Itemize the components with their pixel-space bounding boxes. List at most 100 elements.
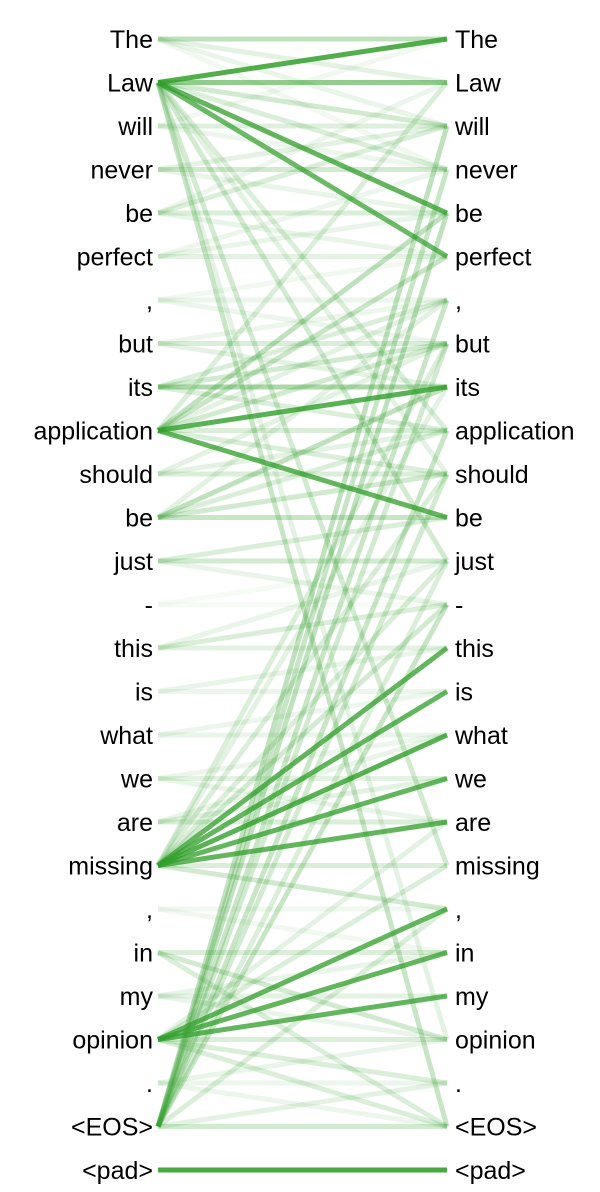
target-token: but — [455, 331, 490, 359]
attention-link — [156, 80, 449, 259]
attention-link — [156, 602, 449, 868]
target-token: be — [455, 200, 483, 228]
target-token: perfect — [455, 244, 531, 272]
attention-link — [157, 341, 448, 390]
attention-link — [156, 689, 449, 868]
left-token-column: TheLawwillneverbeperfect,butitsapplicati… — [33, 26, 153, 1185]
attention-link — [157, 80, 448, 172]
attention-link — [156, 80, 449, 216]
attention-link — [157, 167, 448, 259]
attention-link — [157, 471, 448, 520]
attention-link — [156, 80, 449, 433]
target-token: Law — [455, 70, 502, 98]
attention-link — [157, 428, 448, 477]
attention-link — [157, 123, 448, 172]
attention-link — [157, 1080, 448, 1129]
attention-link — [156, 950, 449, 1129]
source-token: my — [120, 983, 154, 1011]
attention-link — [157, 428, 448, 520]
attention-link — [156, 211, 449, 433]
target-token: is — [455, 679, 473, 707]
attention-link — [157, 602, 448, 651]
attention-link — [156, 297, 449, 433]
source-token: - — [145, 592, 153, 620]
target-token: application — [455, 418, 575, 446]
attention-link — [157, 36, 448, 85]
source-token: opinion — [72, 1027, 153, 1055]
source-token: The — [110, 26, 153, 54]
attention-link — [156, 298, 449, 520]
attention-link — [156, 646, 449, 868]
attention-link — [157, 210, 448, 259]
attention-link — [155, 125, 450, 1128]
target-token: will — [454, 113, 490, 141]
attention-link — [157, 1037, 448, 1086]
right-token-column: TheLawwillneverbeperfect,butitsapplicati… — [454, 26, 575, 1185]
attention-link — [156, 36, 449, 172]
attention-link — [155, 81, 450, 563]
target-token: be — [455, 505, 483, 533]
source-token: , — [146, 896, 153, 924]
source-token: be — [125, 200, 153, 228]
target-token: what — [454, 722, 508, 750]
source-token: . — [146, 1070, 153, 1098]
attention-link — [157, 906, 448, 955]
source-token: its — [128, 374, 153, 402]
source-token: will — [117, 113, 153, 141]
attention-link — [155, 472, 450, 867]
target-token: in — [455, 940, 474, 968]
attention-link — [157, 341, 448, 433]
target-token: this — [455, 635, 494, 663]
attention-link — [156, 80, 449, 216]
attention-link — [155, 342, 450, 1128]
target-token: missing — [455, 853, 540, 881]
source-token: <pad> — [82, 1157, 153, 1185]
source-token: should — [79, 461, 153, 489]
target-token: its — [455, 374, 480, 402]
target-token: The — [455, 26, 498, 54]
source-token: be — [125, 505, 153, 533]
attention-link — [155, 342, 450, 867]
attention-link — [157, 428, 448, 520]
attention-link — [155, 81, 450, 476]
attention-link — [157, 341, 448, 390]
attention-link — [155, 81, 450, 1128]
attention-link — [157, 819, 448, 868]
attention-link — [157, 297, 448, 346]
attention-link — [157, 776, 448, 868]
attention-link — [156, 863, 449, 1042]
source-token: <EOS> — [71, 1114, 153, 1142]
attention-link — [157, 645, 448, 694]
source-token: perfect — [77, 244, 153, 272]
target-token: just — [454, 548, 494, 576]
attention-link — [156, 820, 449, 1042]
attention-link — [156, 254, 449, 433]
attention-link — [157, 297, 448, 390]
target-token: never — [455, 157, 518, 185]
source-token: are — [117, 809, 153, 837]
source-token: we — [120, 766, 153, 794]
attention-link — [157, 297, 448, 346]
source-token: application — [33, 418, 153, 446]
target-token: - — [455, 592, 463, 620]
attention-link — [157, 254, 448, 303]
source-token: is — [135, 679, 153, 707]
attention-link — [157, 80, 448, 129]
attention-link — [155, 81, 450, 1041]
source-token: just — [113, 548, 153, 576]
attention-link — [155, 603, 450, 1128]
attention-link — [157, 515, 448, 564]
source-token: what — [99, 722, 153, 750]
attention-link — [157, 1080, 448, 1129]
target-token: we — [454, 766, 487, 794]
attention-link — [157, 123, 448, 216]
attention-link — [157, 993, 448, 1042]
target-token: should — [455, 461, 529, 489]
attention-link — [156, 907, 449, 1129]
attention-link — [155, 385, 450, 867]
attention-link — [157, 558, 448, 651]
attention-link — [157, 950, 448, 1042]
attention-link — [156, 384, 449, 520]
target-token: . — [455, 1070, 462, 1098]
attention-link — [156, 906, 449, 1042]
